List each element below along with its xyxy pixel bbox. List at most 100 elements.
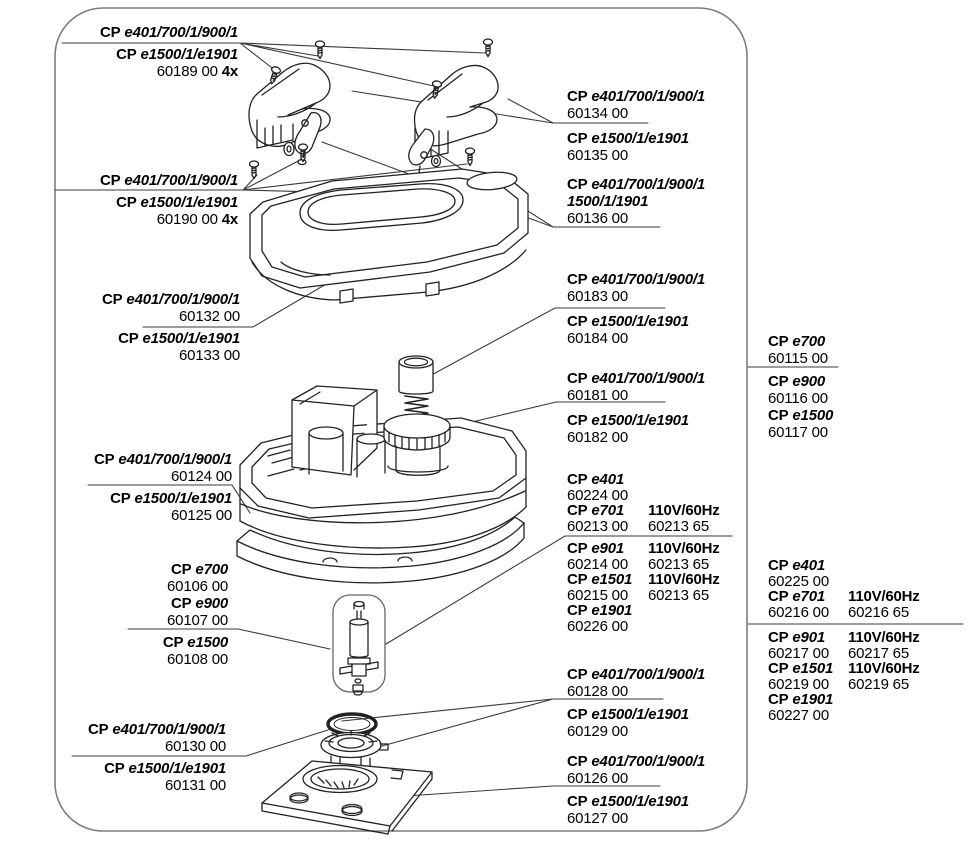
- quantity-suffix: 4x: [217, 63, 239, 80]
- label-group-60115-row-3: 60116 00: [768, 390, 828, 407]
- label-group-60190-row-1: CP e1500/1/e1901: [116, 194, 238, 211]
- label-group-60181-row-1: 60181 00: [567, 387, 628, 404]
- label-group-60128-row-3: 60129 00: [567, 723, 628, 740]
- label-group-60126-row-3: 60127 00: [567, 810, 628, 827]
- label-group-60130-row-0: CP e401/700/1/900/1: [88, 721, 226, 738]
- label-group-60132-row-3: 60133 00: [179, 347, 240, 364]
- label-group-60225-row-5-col2: 60217 65: [848, 644, 909, 662]
- label-group-60183-row-1: 60183 00: [567, 288, 628, 305]
- label-group-60224-row-8: CP e1901: [567, 602, 633, 619]
- label-group-60224-row-3-col2: 60213 65: [648, 517, 709, 535]
- label-group-60189-row-2: 60189 00 4x: [156, 63, 239, 80]
- label-group-60106-row-1: 60106 00: [167, 578, 228, 595]
- float-valve-part: [332, 594, 386, 696]
- label-group-60115-row-4: CP e1500: [768, 407, 834, 424]
- label-group-60115-row-5: 60117 00: [768, 424, 828, 441]
- label-group-60225-row-0: CP e401: [768, 557, 825, 574]
- label-group-60224-row-6-col2: 110V/60Hz: [648, 571, 720, 588]
- label-group-60136-row-1: 1500/1/1901: [567, 193, 649, 210]
- pump-ring-housing: [249, 168, 529, 304]
- label-group-60130-row-3: 60131 00: [165, 777, 226, 794]
- label-group-60132-row-1: 60132 00: [179, 308, 240, 325]
- label-group-60189-row-0: CP e401/700/1/900/1: [100, 24, 238, 41]
- label-group-60183-row-0: CP e401/700/1/900/1: [567, 271, 705, 288]
- label-group-60181-row-3: 60182 00: [567, 429, 628, 446]
- label-group-60126-row-0: CP e401/700/1/900/1: [567, 753, 705, 770]
- label-group-60106-row-5: 60108 00: [167, 651, 228, 668]
- screw-icon: [248, 160, 260, 180]
- label-group-60190-row-2: 60190 00 4x: [156, 211, 239, 228]
- label-group-60134-row-0: CP e401/700/1/900/1: [567, 88, 705, 105]
- label-group-60225-row-6-col2: 110V/60Hz: [848, 660, 920, 677]
- label-group-60115-row-2: CP e900: [768, 373, 825, 390]
- label-group-60106-row-2: CP e900: [171, 595, 228, 612]
- label-group-60130-row-1: 60130 00: [165, 738, 226, 755]
- label-group-60115-row-1: 60115 00: [768, 350, 828, 367]
- label-group-60126-row-2: CP e1500/1/e1901: [567, 793, 689, 810]
- label-group-60183-row-2: CP e1500/1/e1901: [567, 313, 689, 330]
- label-group-60224-row-9: 60226 00: [567, 617, 628, 635]
- label-group-60225-row-4-col2: 110V/60Hz: [848, 629, 920, 646]
- label-group-60134-row-3: 60135 00: [567, 147, 628, 164]
- label-group-60181-row-2: CP e1500/1/e1901: [567, 412, 689, 429]
- label-group-60225-row-9: 60227 00: [768, 706, 829, 724]
- label-group-60183-row-3: 60184 00: [567, 330, 628, 347]
- pump-head-body: [236, 355, 527, 584]
- label-group-60124-row-1: 60124 00: [171, 468, 232, 485]
- label-group-60190-row-0: CP e401/700/1/900/1: [100, 172, 238, 189]
- label-group-60126-row-1: 60126 00: [567, 770, 628, 787]
- clip-right: [408, 128, 442, 180]
- label-group-60128-row-1: 60128 00: [567, 683, 628, 700]
- screw-icon: [482, 38, 494, 58]
- impeller-cover: [320, 730, 389, 770]
- label-group-60124-row-2: CP e1500/1/e1901: [110, 490, 232, 507]
- label-group-60224-row-4-col2: 110V/60Hz: [648, 540, 720, 557]
- label-group-60128-row-2: CP e1500/1/e1901: [567, 706, 689, 723]
- label-group-60132-row-2: CP e1500/1/e1901: [118, 330, 240, 347]
- label-group-60106-row-0: CP e700: [171, 561, 228, 578]
- label-group-60189-row-1: CP e1500/1/e1901: [116, 46, 238, 63]
- label-group-60134-row-2: CP e1500/1/e1901: [567, 130, 689, 147]
- priming-cap: [398, 355, 434, 395]
- cover-left: [248, 62, 331, 149]
- label-group-60225-row-2-col2: 110V/60Hz: [848, 588, 920, 605]
- label-group-60130-row-2: CP e1500/1/e1901: [104, 760, 226, 777]
- screw-icon: [464, 147, 476, 167]
- label-group-60124-row-3: 60125 00: [171, 507, 232, 524]
- label-group-60136-row-0: CP e401/700/1/900/1: [567, 176, 705, 193]
- quantity-suffix: 4x: [217, 211, 239, 228]
- o-ring: [326, 712, 378, 736]
- label-group-60224-row-1: 60224 00: [567, 486, 628, 504]
- label-group-60134-row-1: 60134 00: [567, 105, 628, 122]
- label-group-60224-row-7-col2: 60213 65: [648, 586, 709, 604]
- label-group-60115-row-0: CP e700: [768, 333, 825, 350]
- label-group-60225-row-1: 60225 00: [768, 572, 829, 590]
- label-group-60128-row-0: CP e401/700/1/900/1: [567, 666, 705, 683]
- label-group-60136-row-2: 60136 00: [567, 210, 628, 227]
